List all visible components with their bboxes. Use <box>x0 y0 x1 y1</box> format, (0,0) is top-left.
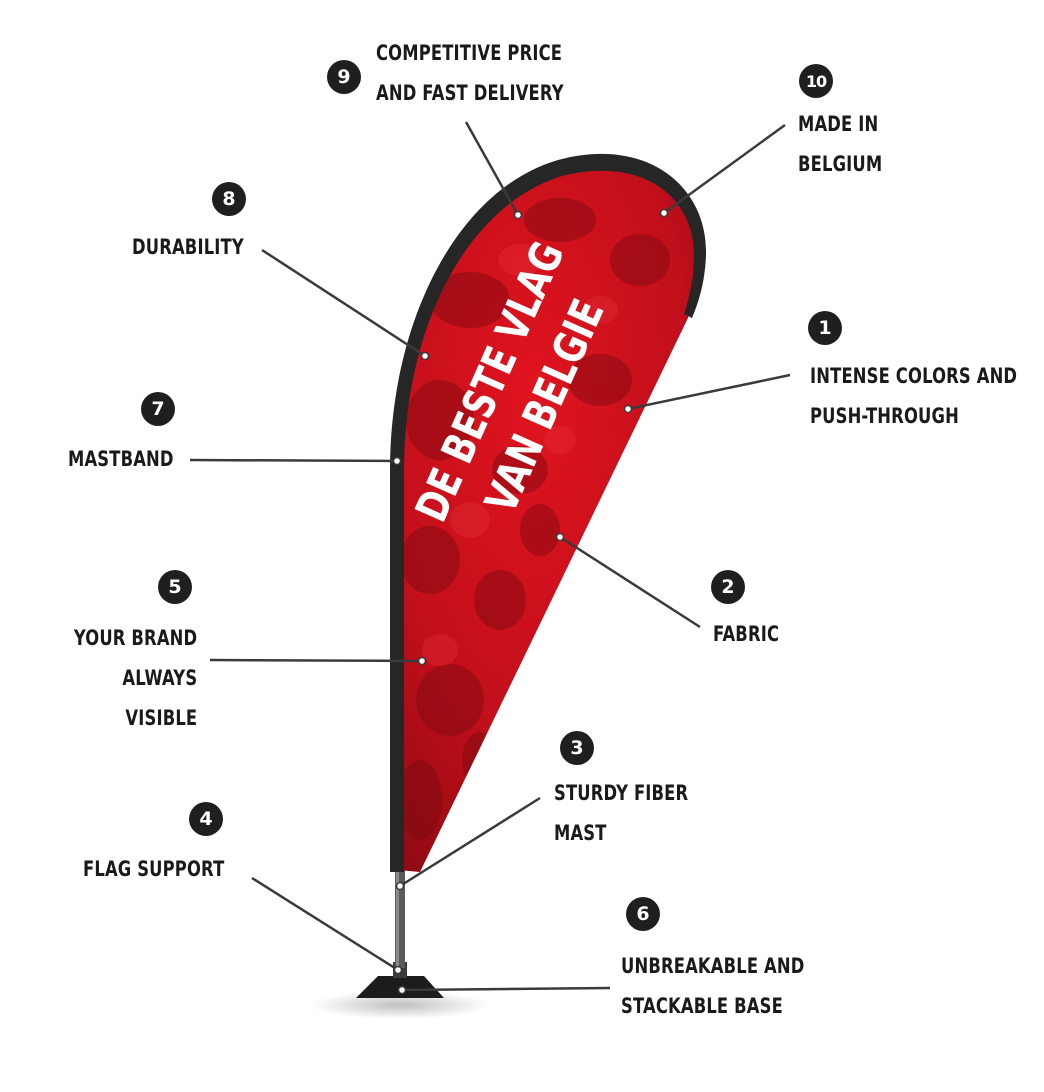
badge-10: 10 <box>799 64 833 98</box>
leader-line-3 <box>399 796 541 888</box>
anchor-dot-3 <box>395 881 405 891</box>
callout-9-line-1: COMPETITIVE PRICE <box>376 41 563 65</box>
callout-8-line-1: DURABILITY <box>132 235 244 259</box>
mast-highlight <box>396 868 399 968</box>
callout-4-line-1: FLAG SUPPORT <box>83 857 225 881</box>
badge-4: 4 <box>189 802 223 836</box>
leader-lines <box>189 121 791 992</box>
callout-label-5: YOUR BRAND ALWAYS VISIBLE <box>74 618 197 738</box>
badge-1: 1 <box>808 311 842 345</box>
callout-2-line-1: FABRIC <box>713 622 780 646</box>
callout-label-1: INTENSE COLORS AND PUSH-THROUGH <box>810 356 1017 436</box>
badge-7: 7 <box>141 392 175 426</box>
callout-label-2: FABRIC <box>713 614 779 654</box>
badge-8: 8 <box>212 182 246 216</box>
anchor-dot-7 <box>392 456 402 466</box>
badge-9: 9 <box>327 60 361 94</box>
leader-line-10 <box>663 123 786 215</box>
badge-2: 2 <box>711 570 745 604</box>
leader-line-5 <box>209 658 423 663</box>
callout-10-line-1: MADE IN <box>798 112 879 136</box>
ground-shadow <box>310 991 490 1019</box>
badge-5: 5 <box>158 570 192 604</box>
callout-10-line-2: BELGIUM <box>798 152 883 176</box>
callout-label-3: STURDY FIBER MAST <box>554 773 688 853</box>
leader-line-1 <box>627 373 791 411</box>
callout-7-line-1: MASTBAND <box>68 447 174 471</box>
anchor-dot-2 <box>555 532 565 542</box>
callout-label-4: FLAG SUPPORT <box>83 849 224 889</box>
badge-6: 6 <box>626 897 660 931</box>
anchor-dots <box>392 208 669 995</box>
callout-label-9: COMPETITIVE PRICE AND FAST DELIVERY <box>376 33 564 113</box>
callout-label-10: MADE IN BELGIUM <box>798 104 882 184</box>
leader-line-2 <box>559 535 701 629</box>
leader-line-7 <box>189 458 398 463</box>
leader-line-4 <box>251 876 399 972</box>
callout-6-line-1: UNBREAKABLE AND <box>621 954 805 978</box>
callout-5-line-3: VISIBLE <box>125 706 197 730</box>
leader-line-6 <box>401 986 611 992</box>
anchor-dot-8 <box>420 351 430 361</box>
anchor-dot-1 <box>623 404 633 414</box>
fiber-mast <box>395 868 405 968</box>
leader-line-8 <box>261 248 426 358</box>
callout-1-line-1: INTENSE COLORS AND <box>810 364 1018 388</box>
callout-label-8: DURABILITY <box>132 227 244 267</box>
callout-5-line-2: ALWAYS <box>122 666 197 690</box>
anchor-dot-4 <box>393 965 403 975</box>
callout-9-line-2: AND FAST DELIVERY <box>376 81 564 105</box>
anchor-dot-5 <box>417 656 427 666</box>
badge-3: 3 <box>560 731 594 765</box>
anchor-dot-9 <box>513 210 523 220</box>
anchor-dot-10 <box>659 208 669 218</box>
callout-label-7: MASTBAND <box>68 439 174 479</box>
callout-3-line-1: STURDY FIBER <box>554 781 689 805</box>
leader-line-9 <box>464 121 520 216</box>
callout-5-line-1: YOUR BRAND <box>73 626 197 650</box>
callout-1-line-2: PUSH-THROUGH <box>810 404 959 428</box>
callout-6-line-2: STACKABLE BASE <box>621 994 783 1018</box>
callout-label-6: UNBREAKABLE AND STACKABLE BASE <box>621 946 804 1026</box>
anchor-dot-6 <box>397 985 407 995</box>
callout-3-line-2: MAST <box>554 821 607 845</box>
